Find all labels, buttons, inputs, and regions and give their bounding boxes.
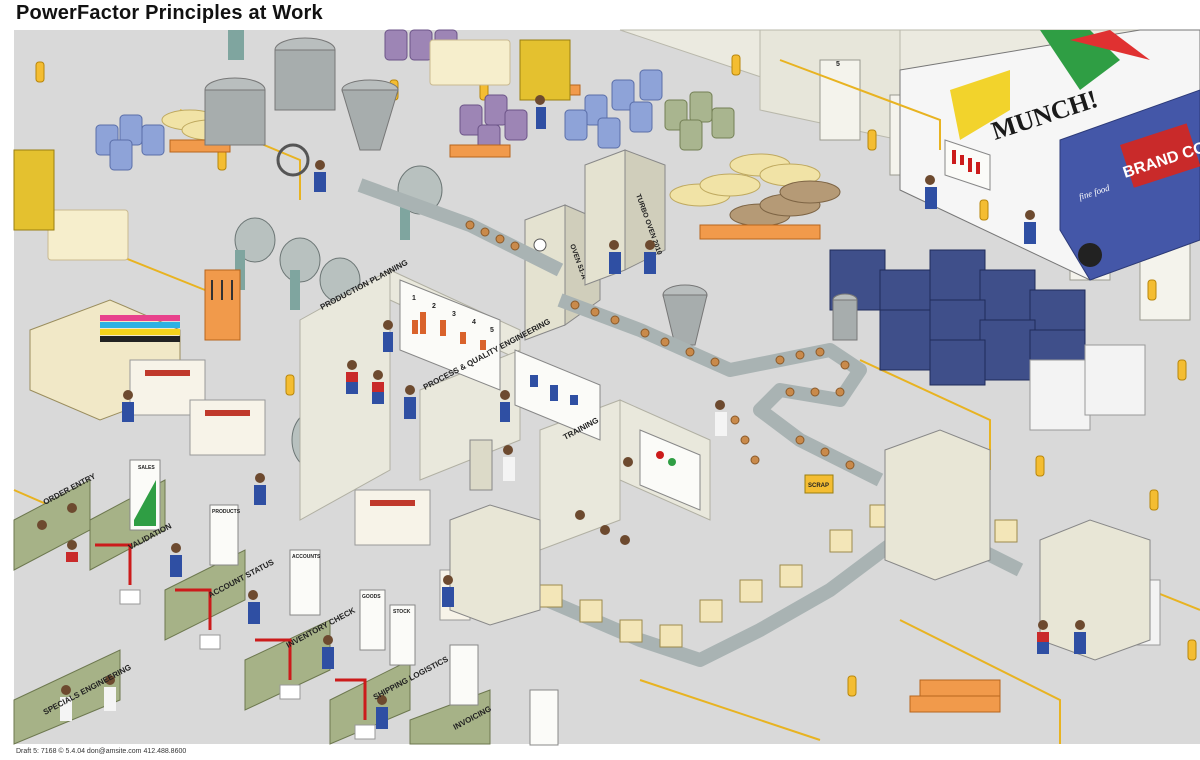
scrap-bin: SCRAP (804, 474, 834, 494)
tool-pegboard (204, 269, 241, 341)
whiteboards (399, 139, 991, 511)
package-print-marks (145, 370, 415, 506)
cookies-on-conveyor (465, 220, 855, 470)
poster-title: STOCK (393, 609, 411, 615)
page-title: PowerFactor Principles at Work (16, 2, 323, 24)
poster-title: PRODUCTS (212, 509, 241, 515)
wall-posters (129, 459, 559, 746)
board-number: 2 (432, 303, 436, 310)
poster-title: SALES (138, 465, 155, 471)
board-number: 3 (452, 311, 456, 318)
workers (37, 95, 1086, 729)
delivery-truck: MUNCH! BRAND CO fine food (899, 29, 1200, 281)
workflow-arrows (95, 543, 367, 720)
poster-title: GOODS (362, 594, 381, 600)
barrel-stacks (95, 29, 735, 171)
ovens: OVEN 51-A TURBO OVEN 2010 (524, 149, 666, 341)
poster-title: ACCOUNTS (292, 554, 321, 560)
footer-credit: Draft 5: 7168 © 5.4.04 don@amsite.com 41… (16, 748, 187, 755)
scrap-label: SCRAP (808, 483, 829, 489)
mixing-equipment (204, 30, 399, 177)
forklifts (13, 39, 571, 231)
dock-number: 5 (836, 61, 840, 68)
board-number: 5 (490, 327, 494, 334)
board-number: 4 (472, 319, 476, 326)
dough-dispenser (662, 284, 858, 346)
board-number: 1 (412, 295, 416, 302)
packaging-machines (449, 429, 1151, 661)
poster-titles: SALES PRODUCTS ACCOUNTS GOODS STOCK (138, 465, 411, 615)
safety-bollards (35, 54, 1197, 697)
planning-board-numbers: 1 2 3 4 5 (412, 295, 494, 334)
paper-stacks (119, 589, 376, 740)
